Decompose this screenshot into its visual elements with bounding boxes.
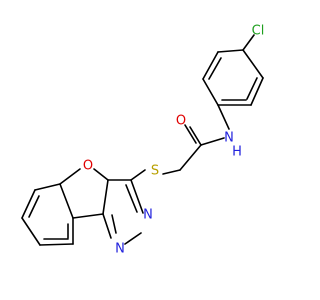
bond — [200, 137, 225, 146]
bond — [217, 49, 244, 53]
bond — [21, 189, 36, 219]
bond — [189, 126, 202, 146]
bond — [208, 57, 222, 80]
molecule-canvas: Cl O N H S O N N — [21, 23, 265, 257]
bond — [130, 179, 144, 214]
structure-diagram: Cl O N H S O N N — [21, 24, 265, 257]
carbonyl-oxygen-label: O — [176, 114, 186, 129]
bond — [130, 169, 146, 181]
bond — [59, 168, 81, 185]
bond — [242, 49, 264, 79]
bond — [202, 78, 219, 106]
bond — [202, 51, 219, 80]
bond — [102, 213, 112, 239]
bond — [21, 217, 41, 246]
bond — [34, 183, 61, 191]
bond — [179, 144, 202, 171]
furan-oxygen-label: O — [83, 159, 93, 174]
bond — [246, 77, 258, 100]
bond — [93, 168, 109, 181]
bond-lines — [21, 34, 264, 246]
bond — [111, 214, 117, 234]
bond — [102, 179, 109, 215]
bond — [59, 183, 74, 219]
bond — [242, 34, 255, 51]
bond — [184, 124, 197, 144]
bond — [72, 213, 104, 219]
sulfur-label: S — [151, 164, 159, 179]
bond — [39, 243, 74, 246]
bond — [125, 184, 138, 213]
bond — [250, 77, 264, 106]
chlorine-label: Cl — [252, 24, 265, 39]
amide-hydrogen-label: H — [232, 145, 242, 160]
bond — [162, 169, 181, 175]
pyrimidine-nitrogen-upper-label: N — [143, 208, 153, 223]
pyrimidine-nitrogen-lower-label: N — [115, 242, 125, 257]
bond — [28, 195, 40, 218]
bond — [124, 232, 142, 245]
amide-nitrogen-label: N — [224, 131, 234, 146]
bond — [217, 104, 230, 130]
